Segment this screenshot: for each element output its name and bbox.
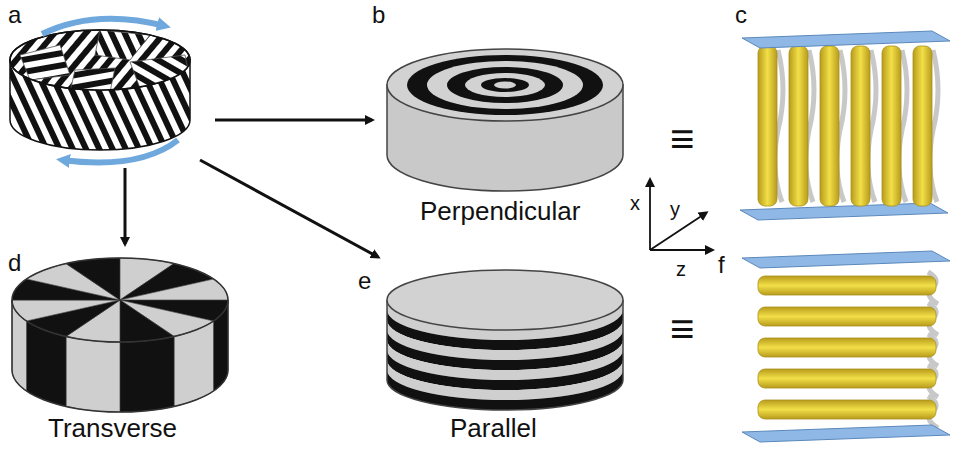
- lamella: [758, 276, 936, 295]
- ring: [447, 67, 563, 103]
- panel-letter: d: [8, 250, 21, 276]
- axis-label: y: [670, 198, 680, 220]
- lamella: [758, 369, 936, 388]
- axis: [650, 249, 712, 251]
- axis: [649, 180, 651, 250]
- lamella: [851, 46, 870, 206]
- substrate-plate: [742, 251, 950, 268]
- rotation-arrow: [42, 19, 165, 34]
- process-arrow: [124, 168, 127, 244]
- disk-top: [387, 270, 623, 330]
- lamella: [758, 400, 936, 419]
- panel-letter: c: [735, 2, 747, 28]
- lamella: [758, 338, 936, 357]
- equivalence-sign: ≡: [670, 306, 695, 352]
- panel-letter: b: [372, 2, 385, 28]
- lamella: [882, 46, 901, 206]
- ring: [481, 78, 529, 92]
- ring: [427, 61, 583, 109]
- disk-side: [66, 336, 120, 412]
- axis-label: z: [676, 258, 686, 280]
- lamella: [789, 46, 808, 206]
- sector: [12, 300, 120, 321]
- layer-band: [387, 370, 623, 410]
- sector: [120, 279, 228, 300]
- disk-side: [120, 336, 174, 412]
- grain: [20, 45, 70, 80]
- lamella: [758, 46, 777, 206]
- panel-letter: f: [718, 252, 725, 278]
- lamella: [820, 46, 839, 206]
- panel-letter: a: [8, 2, 21, 28]
- disk-outline: [12, 300, 228, 412]
- lamella: [913, 46, 932, 206]
- equivalence-sign: ≡: [670, 116, 695, 162]
- ring: [465, 73, 545, 97]
- substrate-plate: [742, 31, 950, 48]
- ring: [494, 82, 516, 89]
- grain: [95, 30, 150, 60]
- sector: [66, 258, 120, 300]
- process-arrow: [200, 160, 378, 257]
- ring: [407, 55, 603, 115]
- disk-outline: [12, 258, 228, 342]
- sector: [120, 300, 174, 342]
- axis-label: x: [630, 192, 640, 214]
- morphology-name: Transverse: [48, 414, 177, 443]
- morphology-name: Parallel: [450, 414, 537, 443]
- lamella: [758, 307, 936, 326]
- panel-letter: e: [358, 268, 371, 294]
- morphology-name: Perpendicular: [420, 197, 580, 226]
- disk-outline: [10, 30, 190, 90]
- rotation-arrow: [62, 140, 178, 163]
- process-arrow: [215, 119, 372, 122]
- substrate-plate: [742, 425, 950, 442]
- disk-top: [387, 49, 623, 121]
